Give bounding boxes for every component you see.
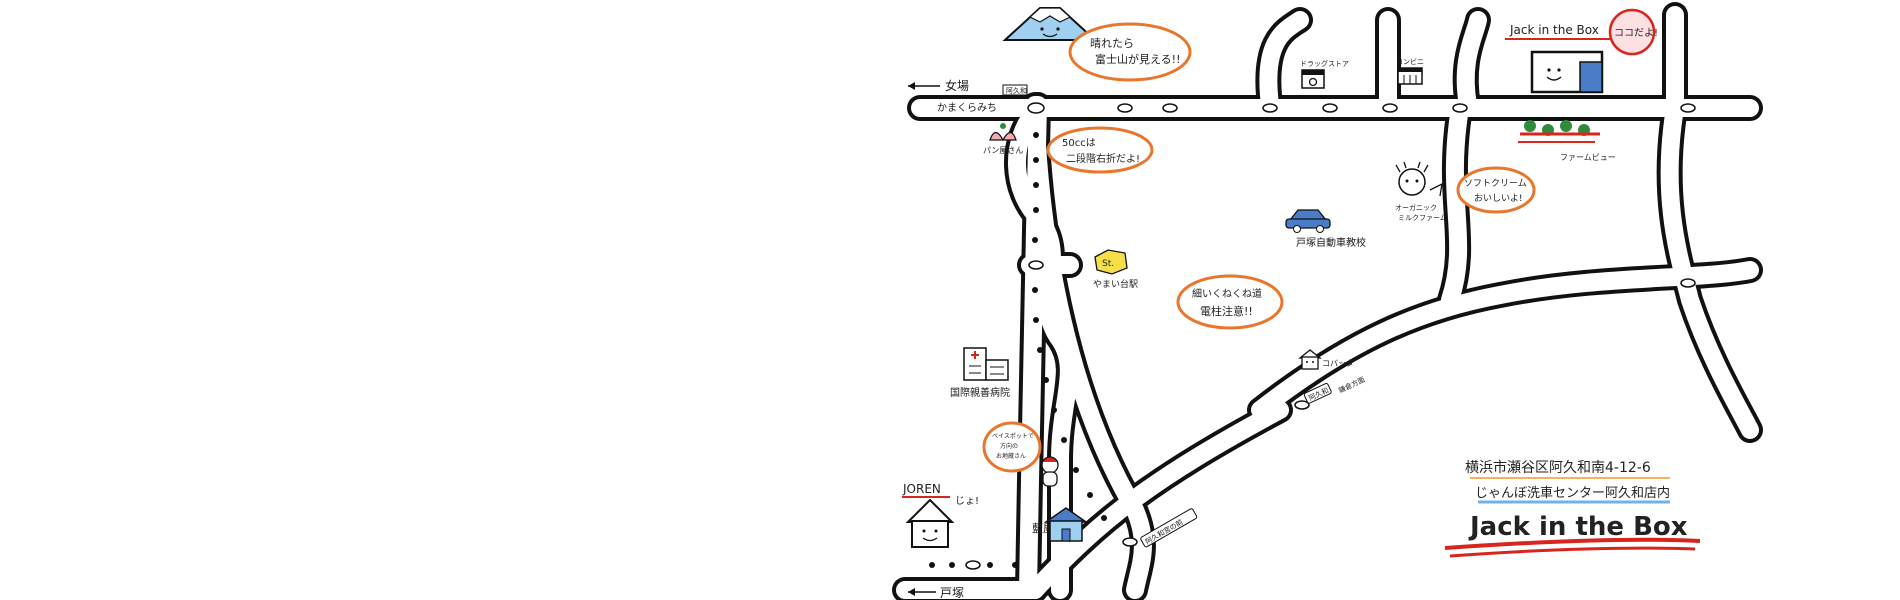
road-label-kamakura: かまくらみち (937, 102, 997, 114)
drugstore-icon (1301, 69, 1325, 89)
direction-label-bottom: 戸塚 (940, 586, 964, 600)
cow-icon (1395, 161, 1443, 197)
svg-text:阿久和: 阿久和 (1006, 86, 1027, 95)
svg-text:お地蔵さん: お地蔵さん (996, 452, 1026, 460)
jitb-store-icon[interactable] (1530, 50, 1604, 94)
gas-station-sign: St. (1102, 259, 1114, 269)
here-marker: ココだよ! (1608, 8, 1658, 56)
hospital-icon (963, 347, 1009, 381)
svg-text:50ccは: 50ccは (1062, 137, 1096, 149)
farm-view-label: ファームビュー (1560, 153, 1616, 162)
svg-text:方向の: 方向の (1000, 442, 1018, 450)
svg-text:おいしいよ!: おいしいよ! (1474, 193, 1522, 204)
address-block: 横浜市瀬谷区阿久和南4-12-6 じゃんぼ洗車センター阿久和店内 Jack in… (1444, 459, 1701, 558)
jizo-icon (1041, 456, 1059, 487)
svg-text:晴れたら: 晴れたら (1090, 37, 1134, 50)
here-label: ココだよ! (1614, 27, 1658, 39)
route-label-kamakura: 鎌倉方面 (1337, 375, 1366, 395)
car-icon (1285, 209, 1331, 233)
gas-station-icon: St. (1094, 249, 1128, 275)
pan-shop-label: パン屋さん (983, 146, 1023, 155)
svg-text:ソフトクリーム: ソフトクリーム (1464, 178, 1527, 189)
bubble-narrow-road: 細いくねくね道 電柱注意!! (1176, 274, 1284, 330)
convenience-label: コンビニ (1396, 57, 1424, 66)
organic-farm-label-1: オーガニック (1395, 203, 1437, 212)
jitb-store-label-group: Jack in the Box (1505, 23, 1612, 40)
svg-text:細いくねくね道: 細いくねくね道 (1192, 287, 1262, 300)
roads (892, 2, 1763, 600)
address-line-1: 横浜市瀬谷区阿久和南4-12-6 (1465, 459, 1651, 476)
brand-title: Jack in the Box (1468, 512, 1688, 542)
direction-top-left: 女場 (908, 78, 969, 93)
farm-trees-icon (1518, 120, 1600, 143)
direction-bottom-left: 戸塚 (908, 586, 964, 600)
svg-text:二段階右折だよ!: 二段階右折だよ! (1066, 152, 1140, 165)
bubble-fuji: 晴れたら 富士山が見える!! (1068, 22, 1192, 82)
joren-tag: じょ! (955, 495, 979, 507)
fuji-icon (1002, 7, 1098, 41)
jitb-store-label: Jack in the Box (1509, 23, 1599, 37)
bubble-softcream: ソフトクリーム おいしいよ! (1456, 166, 1536, 214)
ai-house-label: 藍屋 (1032, 522, 1054, 535)
direction-label-top: 女場 (945, 78, 969, 93)
bubble-shrine: ベイスポットで 方向の お地蔵さん (982, 421, 1042, 473)
svg-text:電柱注意!!: 電柱注意!! (1200, 304, 1253, 318)
hospital-label: 国際親善病院 (950, 386, 1010, 399)
bubble-50cc: 50ccは 二段階右折だよ! (1046, 126, 1154, 174)
kobatto-label: コバッタ (1322, 359, 1354, 368)
svg-text:富士山が見える!!: 富士山が見える!! (1095, 52, 1181, 66)
gas-station-label: やまい台駅 (1093, 278, 1138, 290)
joren-house-icon (905, 498, 955, 548)
joren-label: JOREN (902, 482, 941, 496)
address-line-2: じゃんぼ洗車センター阿久和店内 (1475, 485, 1670, 501)
pan-shop-icon (989, 123, 1017, 142)
ai-house-icon (1043, 507, 1089, 542)
svg-text:ベイスポットで: ベイスポットで (992, 432, 1034, 440)
road-sign-top: 阿久和 (1002, 84, 1028, 96)
organic-farm-label-2: ミルクファーム (1398, 214, 1447, 222)
kobatto-icon (1298, 349, 1322, 370)
drugstore-label: ドラッグストア (1300, 59, 1349, 68)
convenience-icon (1397, 67, 1423, 85)
driving-school-label: 戸塚自動車教校 (1296, 236, 1366, 249)
